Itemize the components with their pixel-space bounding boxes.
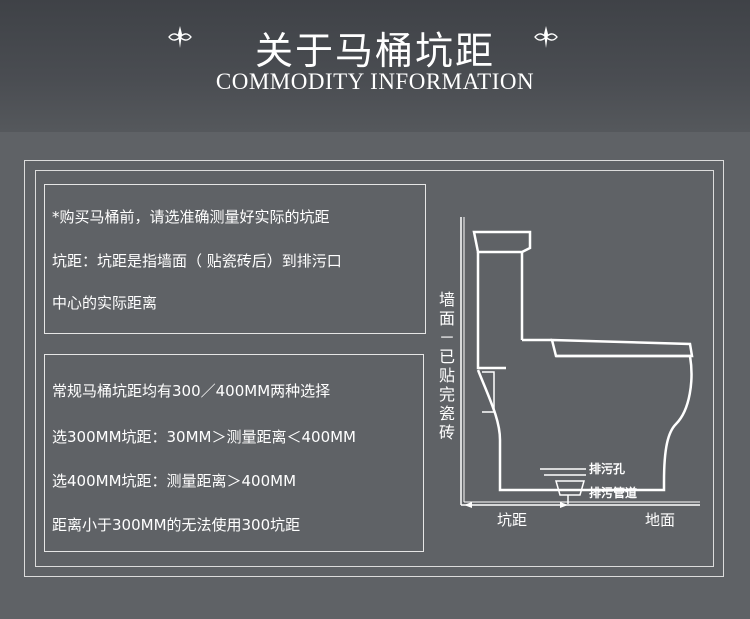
page-title: 关于马桶坑距 [254,29,495,73]
drain-hole-label: 排污孔 [589,462,626,476]
pit-distance-label: 坑距 [497,511,528,529]
bowl-outline [476,338,693,492]
note-line-2: 坑距：坑距是指墙面（ 贴瓷砖后）到排污口 [52,252,342,270]
drain-pipe-label: 排污管道 [589,486,638,500]
inner-frame [35,170,714,567]
fleur-ornament-icon [168,26,192,48]
floor-label: 地面 [645,511,676,529]
note-line-1: *购买马桶前，请选准确测量好实际的坑距 [52,208,330,226]
note-line-3: 中心的实际距离 [52,294,158,312]
guide-line-2: 选300MM坑距：30MM＞测量距离＜400MM [52,428,357,446]
purchase-note-box [44,184,426,334]
fleur-ornament-icon [534,26,558,48]
selection-guide-box [44,354,424,552]
guide-line-4: 距离小于300MM的无法使用300坑距 [52,516,301,534]
wall-label: 墙面－已贴完瓷砖 [438,290,455,442]
drain-fitting [555,480,585,496]
outer-frame [24,160,724,577]
guide-line-1: 常规马桶坑距均有300／400MM两种选择 [52,382,331,400]
water-trap [482,371,495,413]
seat-lid [550,338,694,358]
guide-line-3: 选400MM坑距：测量距离＞400MM [52,472,297,490]
tank-body [476,252,524,370]
header-banner: 关于马桶坑距 COMMODITY INFORMATION [0,0,750,132]
page-subtitle: COMMODITY INFORMATION [215,69,535,94]
tank-lid [472,230,532,254]
toilet-diagram [460,217,700,508]
